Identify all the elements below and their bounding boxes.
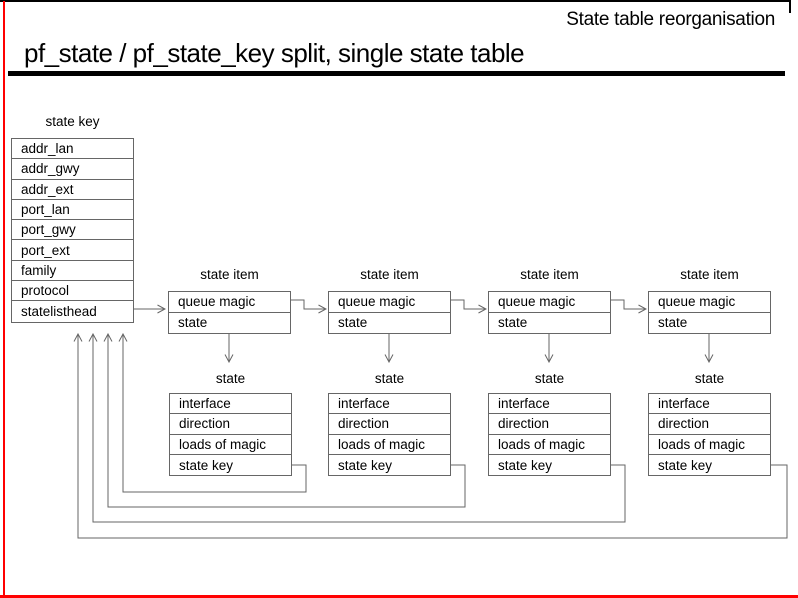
state-2-state-key: state key — [338, 457, 393, 473]
state-1-interface: interface — [170, 394, 291, 415]
bottom-red-border — [0, 595, 798, 598]
state-1-loads-of-magic: loads of magic — [170, 435, 291, 455]
left-red-border — [3, 1, 5, 598]
state-4-interface: interface — [649, 394, 770, 415]
state-item-3-state: state — [498, 315, 528, 331]
state-item-4-queue-magic: queue magic — [649, 292, 770, 313]
state-key-row-addr-lan: addr_lan — [12, 139, 133, 160]
state-item-3-queue-magic: queue magic — [489, 292, 610, 313]
state-1-direction: direction — [170, 414, 291, 435]
top-frame-line — [0, 0, 791, 2]
state-3-direction: direction — [489, 414, 610, 435]
state-1-state-key: state key — [179, 457, 234, 473]
wire-item2-to-item3 — [451, 299, 486, 309]
state-item-box-3: queue magic state — [488, 291, 611, 335]
wire-item3-to-item4 — [611, 299, 646, 309]
state-key-row-port-lan: port_lan — [12, 200, 133, 221]
state-2-loads-of-magic: loads of magic — [329, 435, 450, 455]
state-item-4-state: state — [658, 315, 688, 331]
state-key-row-port-ext: port_ext — [12, 240, 133, 261]
state-item-2-queue-magic: queue magic — [329, 292, 450, 313]
state-item-label-2: state item — [360, 267, 419, 282]
state-4-state-key: state key — [658, 457, 713, 473]
state-key-table-label: state key — [45, 114, 100, 129]
wire-item1-to-item2 — [291, 299, 326, 309]
state-4-loads-of-magic: loads of magic — [649, 435, 770, 455]
state-key-row-family: family — [12, 261, 133, 282]
state-key-row-statelisthead: statelisthead — [21, 304, 97, 320]
state-box-3: interface direction loads of magic state… — [488, 393, 611, 477]
state-label-4: state — [694, 371, 725, 386]
state-3-interface: interface — [489, 394, 610, 415]
heading-underline — [8, 71, 785, 76]
state-2-direction: direction — [329, 414, 450, 435]
state-3-state-key: state key — [498, 457, 553, 473]
state-box-4: interface direction loads of magic state… — [648, 393, 771, 477]
page-title: pf_state / pf_state_key split, single st… — [24, 38, 525, 68]
state-key-row-addr-ext: addr_ext — [12, 180, 133, 200]
state-4-direction: direction — [649, 414, 770, 435]
state-item-label-1: state item — [200, 267, 259, 282]
state-item-box-1: queue magic state — [168, 291, 291, 335]
state-box-1: interface direction loads of magic state… — [169, 393, 292, 477]
state-item-1-queue-magic: queue magic — [169, 292, 290, 313]
state-label-2: state — [374, 371, 405, 386]
top-right-frame-corner — [789, 0, 791, 13]
state-key-row-addr-gwy: addr_gwy — [12, 159, 133, 180]
state-label-1: state — [215, 371, 246, 386]
state-3-loads-of-magic: loads of magic — [489, 435, 610, 455]
state-box-2: interface direction loads of magic state… — [328, 393, 451, 477]
state-2-interface: interface — [329, 394, 450, 415]
state-item-2-state: state — [338, 315, 368, 331]
state-item-box-4: queue magic state — [648, 291, 771, 335]
state-label-3: state — [534, 371, 565, 386]
state-item-label-3: state item — [520, 267, 579, 282]
slide-deck-title: State table reorganisation — [566, 9, 775, 30]
state-item-1-state: state — [178, 315, 208, 331]
state-key-row-port-gwy: port_gwy — [12, 220, 133, 241]
state-item-label-4: state item — [680, 267, 739, 282]
state-key-row-protocol: protocol — [12, 281, 133, 302]
state-key-table: addr_lan addr_gwy addr_ext port_lan port… — [11, 138, 134, 323]
state-item-box-2: queue magic state — [328, 291, 451, 335]
